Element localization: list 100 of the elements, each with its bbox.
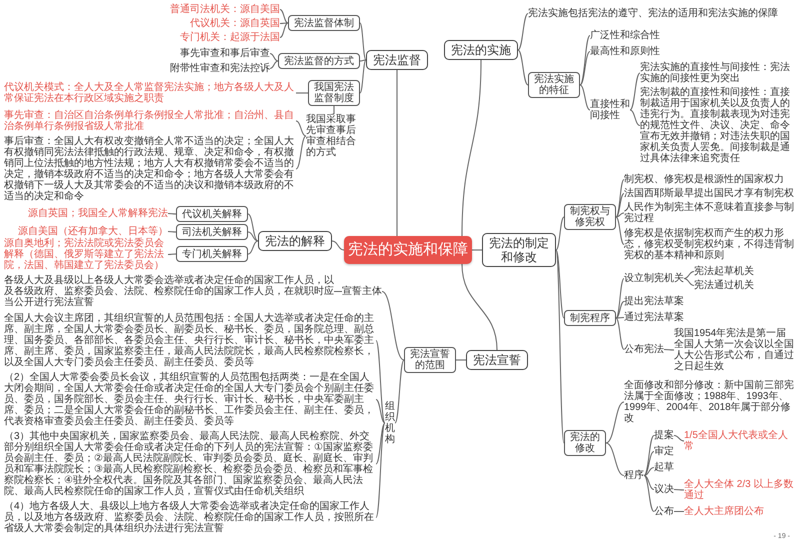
branch-text: 程序 bbox=[624, 470, 644, 481]
branch-text: 我国采取事先审查事后审查相结合的方式 bbox=[306, 114, 362, 158]
connector-line bbox=[674, 511, 684, 512]
branch-text: 全人大全体 2/3 以上多数通过 bbox=[684, 479, 796, 501]
branch-text: 制宪权、修宪权是根源性的国家权力 bbox=[624, 174, 784, 185]
branch-text: （2）全国人大常委会委员长会议，其组织宣誓的人员范围包括两类：一是在全国人大闭会期间，全国人大常委会任命或者决定任命的全国人大专门委员会个别副主任委员、委员，国务院部长、委员会主任、央行行长、审计长、秘书长，中央军委副主席、委员；二是全国人大常委会任命的副秘书长、工作委员会主任、副主任、委员，代表资格审查委员会主任委员、副主任委员、委员等 bbox=[4, 372, 376, 427]
connector-line bbox=[360, 22, 366, 60]
connector-line bbox=[630, 72, 640, 110]
connector-line bbox=[630, 110, 640, 126]
connector-line bbox=[376, 399, 386, 424]
subtopic-box: 宪法监督的方式 bbox=[278, 53, 360, 69]
connector-line bbox=[248, 214, 258, 242]
connector-line bbox=[248, 240, 258, 254]
main-topic-box: 宪法的解释 bbox=[258, 231, 332, 251]
connector-line bbox=[616, 278, 624, 318]
connector-line bbox=[462, 264, 498, 350]
branch-text: 代议机关：源自英国 bbox=[190, 18, 280, 29]
branch-text: 附带性审查和宪法控诉 bbox=[170, 63, 270, 74]
branch-text: 公布宪法 bbox=[624, 344, 664, 355]
branch-text: 事先审查：自治区自治条例单行条例报全人常批准；自治州、县自治条例单行条例报省级人常批准 bbox=[4, 110, 296, 132]
connector-line bbox=[580, 84, 590, 110]
branch-text: 普通司法机关：源自美国 bbox=[170, 4, 280, 15]
branch-text: 宪法起草机关 bbox=[694, 266, 754, 277]
branch-text: 法国西耶斯最早提出国民才享有制宪权 bbox=[624, 188, 794, 199]
connector-line bbox=[644, 475, 654, 512]
branch-text: 提出宪法草案 bbox=[624, 296, 684, 307]
branch-text: 我国1954年宪法是第一届全国人大第一次会议以全国人大公告形式公布，自通过之日起生效 bbox=[674, 328, 796, 372]
subtopic-box: 司法机关解释 bbox=[176, 224, 248, 240]
subtopic-box: 宪法的修改 bbox=[564, 430, 606, 456]
connector-line bbox=[674, 489, 684, 490]
connector-line bbox=[382, 291, 404, 360]
branch-text: 源自英国；我国全人常解释宪法 bbox=[28, 208, 168, 219]
connector-line bbox=[168, 231, 176, 232]
main-topic-box: 宪法宣誓 bbox=[466, 350, 528, 370]
branch-text: 宪法制裁的直接性和间接性：直接制裁适用于国家机关以及负责人的违宪行为。直接制裁表现为对违宪的规范性文件、决议、决定、命令宣布无效并撤销；对违法失职的国家机关负责人罢免。间接制裁是通过具体法律来追究责任 bbox=[640, 87, 796, 164]
branch-text: 宪法通过机关 bbox=[694, 280, 754, 291]
connector-line bbox=[616, 193, 624, 218]
connector-line bbox=[296, 120, 306, 136]
main-topic-box: 宪法的制定和修改 bbox=[482, 233, 556, 267]
branch-text: 最高性和原则性 bbox=[590, 46, 660, 57]
main-topic-box: 宪法监督 bbox=[366, 50, 428, 70]
connector-line bbox=[168, 254, 176, 255]
branch-text: 源自美国（还有加拿大、日本等） bbox=[18, 226, 168, 237]
branch-text: 设立制宪机关 bbox=[624, 273, 684, 284]
branch-text: 专门机关：起源于法国 bbox=[180, 32, 280, 43]
branch-text: 修宪权是依据制宪权而产生的权力形态，修宪权受制宪权约束，不得违背制宪权的基本精神和原则 bbox=[624, 228, 796, 261]
connector-line bbox=[616, 179, 624, 218]
branch-text: 源自奥地利；宪法法院或宪法委员会解释（德国、俄罗斯等建立了宪法法院，法国、韩国建立了宪法委员会） bbox=[4, 238, 168, 271]
connector-line bbox=[556, 250, 564, 318]
subtopic-box: 代议机关解释 bbox=[176, 206, 248, 222]
connector-line bbox=[644, 435, 654, 476]
branch-text: 宪法实施的直接性与间接性：宪法实施的间接性更为突出 bbox=[640, 62, 796, 84]
subtopic-box: 宪法监督体制 bbox=[288, 15, 360, 31]
connector-line bbox=[518, 50, 528, 86]
branch-text: 直接性和间接性 bbox=[590, 99, 630, 121]
connector-line bbox=[270, 60, 278, 69]
connector-line bbox=[616, 317, 624, 318]
connector-line bbox=[580, 51, 590, 86]
connector-line bbox=[616, 216, 624, 245]
connector-line bbox=[616, 301, 624, 318]
branch-text: 全国人大会议主席团，其组织宣誓的人员范围包括：全国人大选举或者决定任命的主席、副主席，全国人大常委会委员长、副委员长、秘书长、委员，国务院总理、副总理、国务委员、各部部长、各委员会主任、央行行长、审计长、秘书长，中央军委主席、副主席、委员，国家监察委主任，最高人民法院院长，最高人民检察院检察长，以及全国人大专门委员会主任委员、副主任委员、委员等 bbox=[4, 313, 376, 368]
subtopic-box: 我国宪法监督制度 bbox=[308, 80, 360, 106]
connector-line bbox=[580, 35, 590, 86]
connector-line bbox=[644, 467, 654, 476]
connector-line bbox=[518, 13, 528, 50]
connector-line bbox=[616, 212, 624, 218]
connector-line bbox=[168, 213, 176, 214]
connector-line bbox=[684, 278, 694, 286]
connector-line bbox=[396, 70, 398, 236]
connector-line bbox=[296, 136, 306, 170]
branch-text: 起草 bbox=[654, 462, 674, 473]
branch-text: 宪法实施包括宪法的遵守、宪法的适用和宪法实施的保障 bbox=[528, 8, 778, 19]
branch-text: 事后审查：全国人大有权改变撤销全人常不适当的决定；全国人大有权撤销同宪法法律抵触的行政法规、规章、决定和命令，有权撤销同上位法抵触的地方性法规；地方人大有权撤销常委会不适当的决定，撤销本级政府不适当的决定和命令；地方各级人大常委会有权撤销下一级人大及其常委会的不适当的决议和撤销本级政府的不适当的决定和命令 bbox=[4, 136, 296, 202]
connector-line bbox=[376, 340, 386, 424]
branch-text: （3）其他中央国家机关，国家监察委员会、最高人民法院、最高人民检察院、外交部分别组织全国人大常委会任命或者决定任命的下列人员的宪法宣誓：①国家监察委员会副主任、委员；②最高人民法院副院长、审判委员会委员、庭长、副庭长、审判员和军事法院院长；③最高人民检察院副检察长、检察委员会委员、检察员和军事检察院检察长；④驻外全权代表。国务院及其各部门、国家监察委员会、最高人民法院、最高人民检察院任命的国家工作人员，宣誓仪式由任命机关组织 bbox=[4, 431, 376, 497]
branch-text: 宣誓主体 bbox=[342, 286, 382, 297]
connector-line bbox=[684, 271, 694, 279]
connector-line bbox=[296, 92, 308, 94]
connector-line bbox=[606, 402, 624, 444]
subtopic-box: 专门机关解释 bbox=[176, 246, 248, 262]
connector-line bbox=[376, 422, 386, 518]
connector-line bbox=[556, 216, 564, 250]
subtopic-box: 宪法实施的特征 bbox=[528, 72, 580, 98]
branch-text: 代议机关模式：全人大及全人常监督宪法实施；地方各级人大及人常保证宪法在本行政区域实施之职责 bbox=[4, 82, 296, 104]
connector-line bbox=[606, 442, 624, 476]
vertical-label: 组织机构 bbox=[385, 401, 395, 445]
connector-line bbox=[332, 240, 344, 250]
connector-line bbox=[280, 22, 288, 38]
subtopic-box: 宪法宣誓的范围 bbox=[404, 347, 456, 373]
branch-text: 1/5全国人大代表或全人常 bbox=[684, 430, 796, 452]
connector-line bbox=[270, 53, 278, 62]
connector-line bbox=[664, 349, 674, 350]
branch-text: 事先审查和事后审查 bbox=[180, 48, 270, 59]
connector-line bbox=[376, 422, 386, 464]
connector-line bbox=[462, 60, 482, 236]
main-topic-box: 宪法的实施 bbox=[444, 40, 518, 60]
connector-line bbox=[360, 60, 366, 94]
branch-text: 全面修改和部分修改：新中国前三部宪法属于全面修改；1988年、1993年、1999年、2004年、2018年属于部分修改 bbox=[624, 380, 796, 424]
branch-text: 广泛性和综合性 bbox=[590, 30, 660, 41]
branch-text: 公布 bbox=[654, 506, 674, 517]
